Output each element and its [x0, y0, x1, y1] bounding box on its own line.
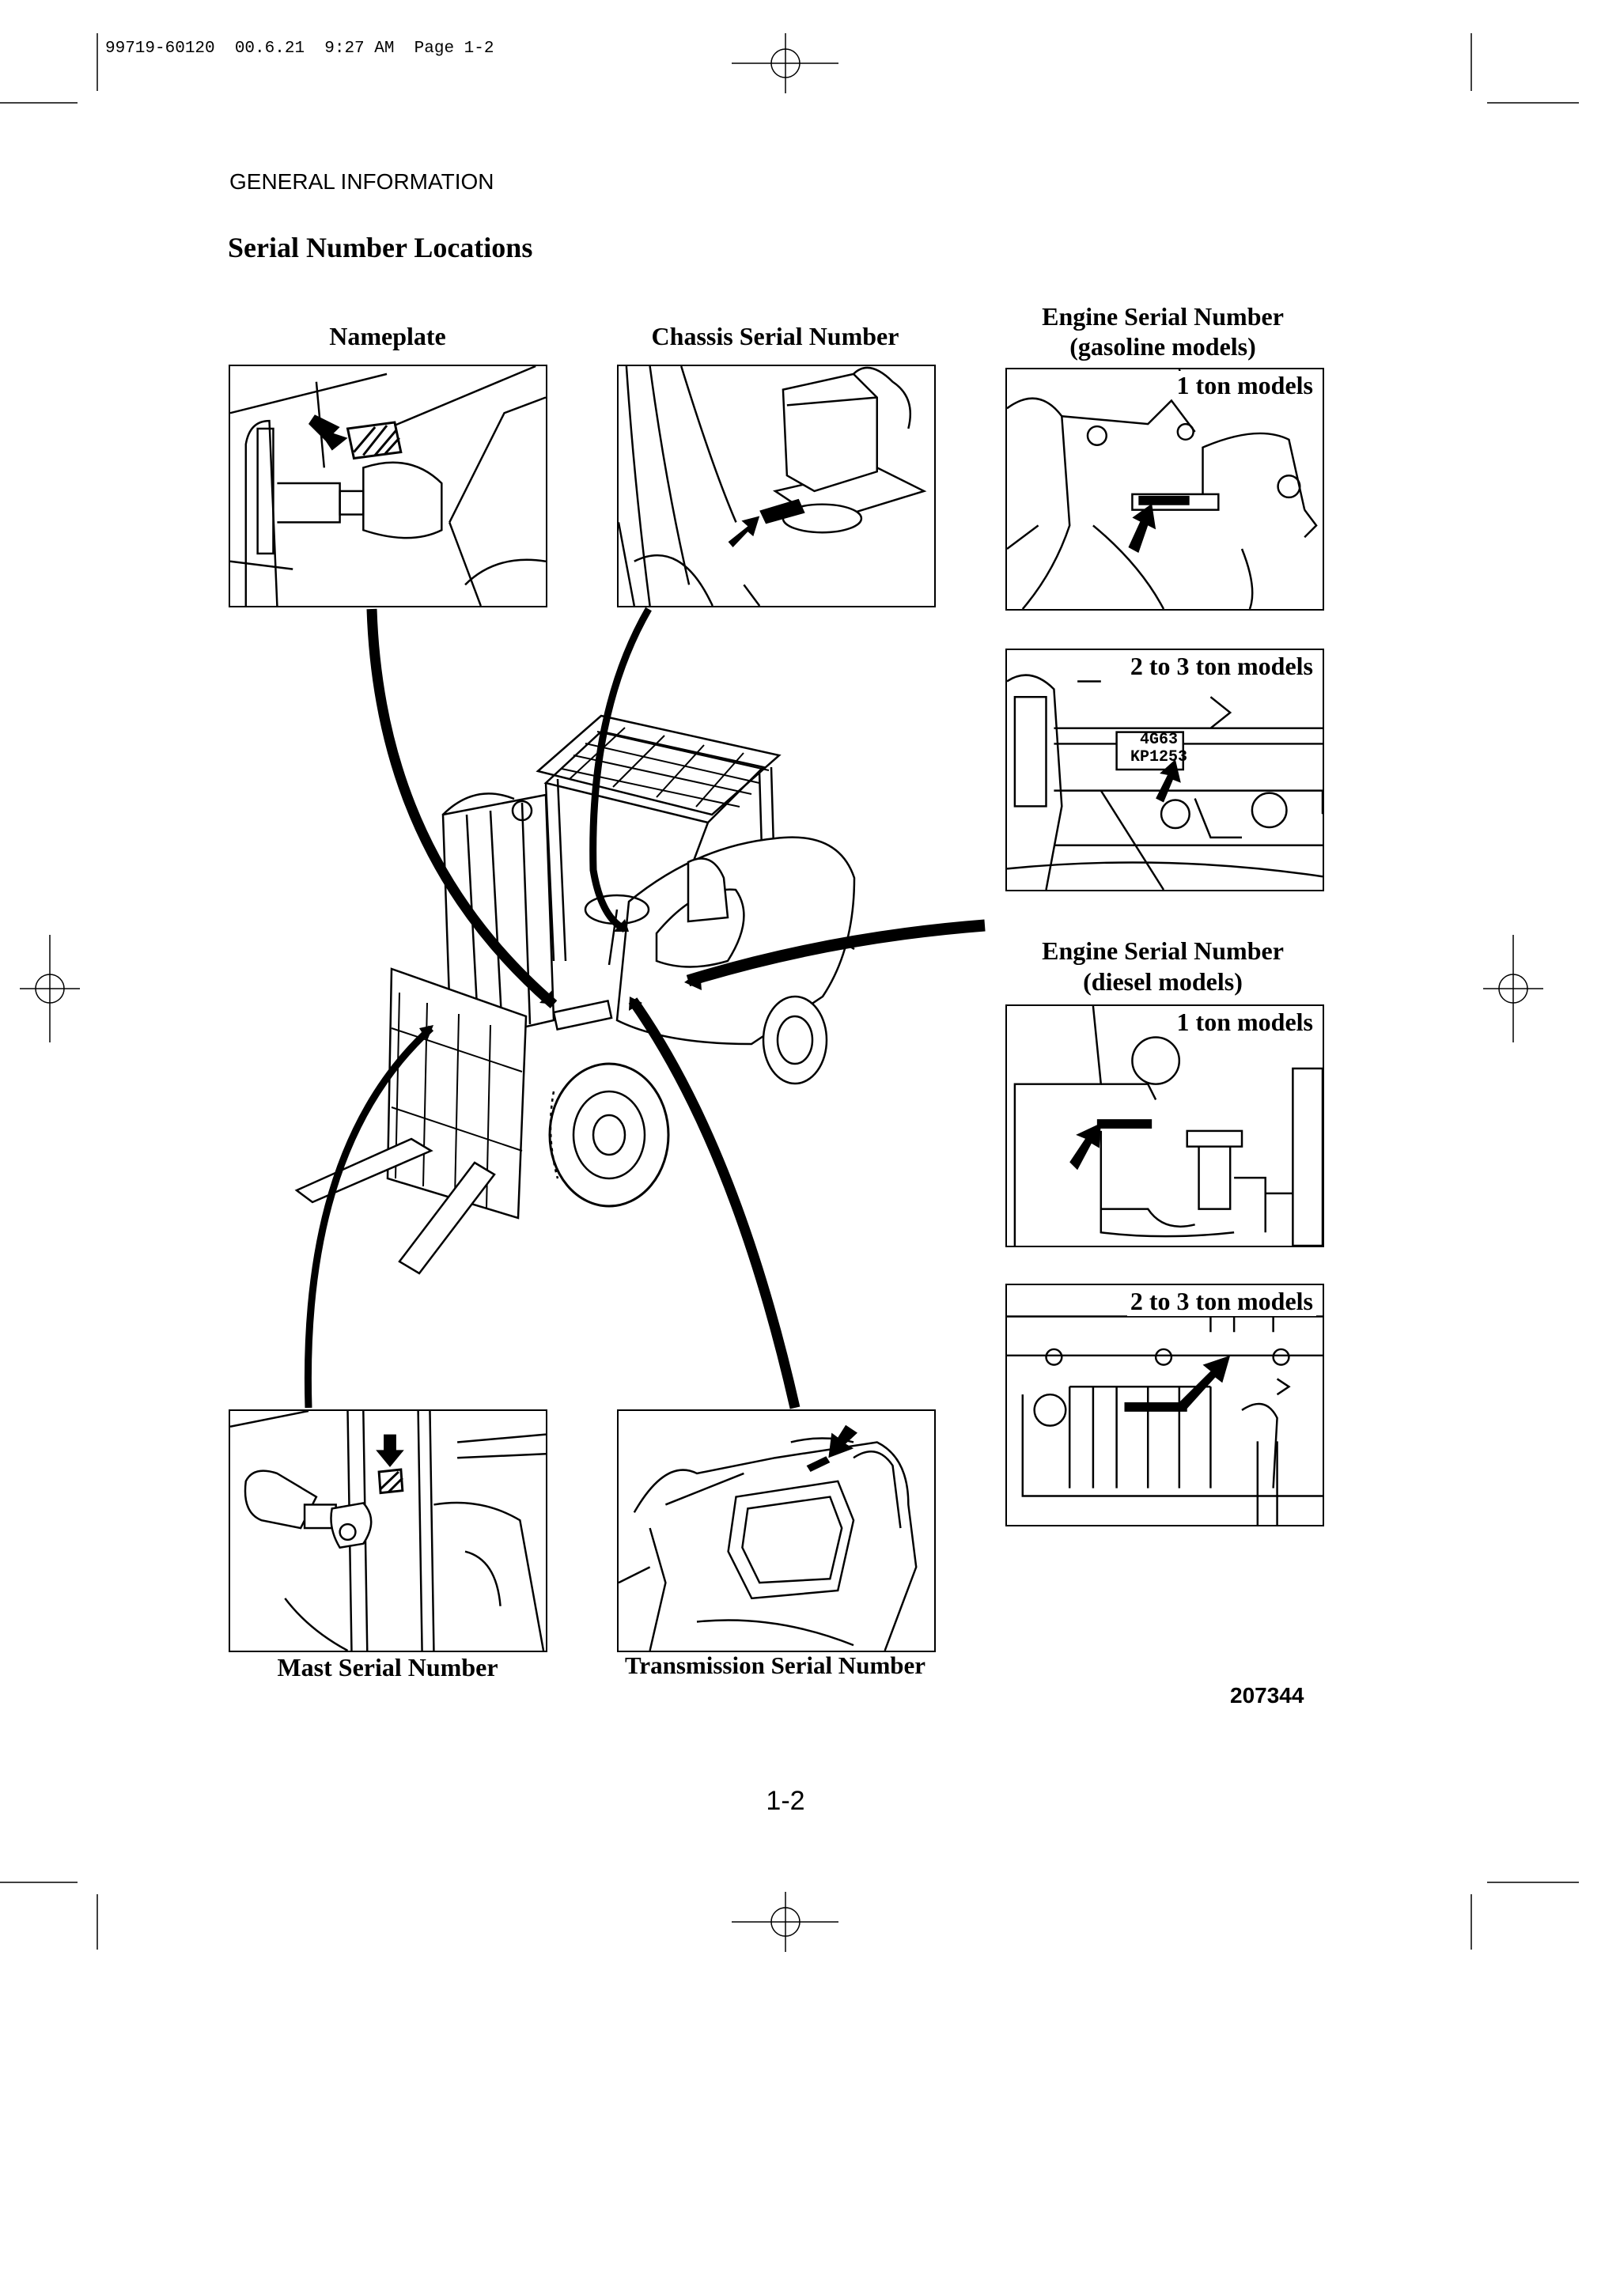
section-header: GENERAL INFORMATION [229, 169, 494, 194]
nameplate-panel [229, 365, 547, 607]
engine-diesel-2to3ton-panel: 2 to 3 ton models [1005, 1284, 1324, 1526]
mast-panel [229, 1409, 547, 1652]
forklift-illustration [294, 714, 856, 1275]
engine-gas-caption-line1: Engine Serial Number [1042, 302, 1284, 331]
diesel-2to3ton-label: 2 to 3 ton models [1126, 1287, 1316, 1316]
gas-1ton-label: 1 ton models [1173, 371, 1316, 400]
nameplate-drawing [230, 366, 546, 606]
figure-number: 207344 [1230, 1683, 1304, 1708]
diesel-1ton-label: 1 ton models [1173, 1008, 1316, 1037]
nameplate-caption: Nameplate [329, 322, 446, 350]
transmission-caption: Transmission Serial Number [624, 1651, 926, 1679]
page-number: 1-2 [766, 1786, 805, 1816]
mast-caption: Mast Serial Number [277, 1653, 498, 1681]
engine-gas-1ton-panel: 1 ton models [1005, 368, 1324, 611]
engine-plate-line1: 4G63 [1139, 731, 1178, 749]
transmission-panel [617, 1409, 936, 1652]
engine-diesel-2to3ton-drawing [1007, 1315, 1323, 1525]
engine-plate-text: 4G63 KP1253 [1127, 732, 1190, 766]
transmission-drawing [619, 1424, 918, 1651]
engine-gas-2to3ton-panel: 4G63 KP1253 2 to 3 ton models [1005, 649, 1324, 891]
engine-gas-caption-line2: (gasoline models) [1069, 332, 1256, 361]
engine-diesel-1ton-drawing [1013, 1006, 1323, 1246]
engine-gas-1ton-drawing [1007, 369, 1318, 609]
engine-diesel-caption-line1: Engine Serial Number [1042, 936, 1284, 965]
page-title: Serial Number Locations [228, 232, 533, 263]
mast-drawing [230, 1411, 546, 1651]
gas-2to3ton-label: 2 to 3 ton models [1126, 652, 1316, 681]
engine-plate-line2: KP1253 [1130, 748, 1187, 766]
engine-gas-2to3ton-drawing [1007, 674, 1323, 890]
chassis-panel [617, 365, 936, 607]
print-slug: 99719-60120 00.6.21 9:27 AM Page 1-2 [105, 40, 494, 58]
engine-diesel-1ton-panel: 1 ton models [1005, 1004, 1324, 1247]
chassis-caption: Chassis Serial Number [651, 322, 899, 350]
engine-diesel-caption-line2: (diesel models) [1083, 967, 1243, 996]
chassis-drawing [619, 366, 927, 606]
